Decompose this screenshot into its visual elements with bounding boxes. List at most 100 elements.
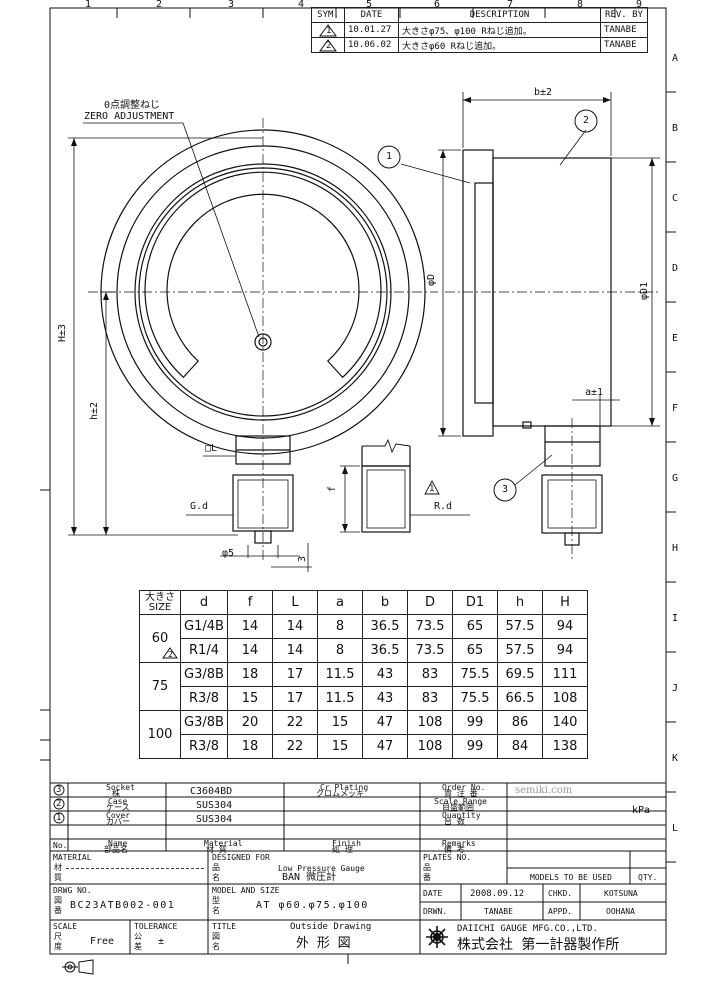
row-letter: G (672, 473, 679, 484)
zero-adjust-label-en: ZERO ADJUSTMENT (84, 111, 175, 122)
parts-header-finish-jp: 処 理 (332, 845, 353, 854)
part-name-jp: 株 (112, 789, 120, 798)
quantity-label-jp: 台 数 (444, 817, 465, 826)
col-number: 2 (156, 0, 163, 10)
designed-for-mei: 名 (212, 873, 220, 882)
qty-label: QTY. (638, 873, 658, 882)
drwg-ban: 番 (54, 906, 62, 915)
row-letter: A (672, 53, 679, 64)
dim-f: f (327, 485, 338, 492)
cell-f: 18 (227, 734, 273, 759)
tolerance-ko: 公 (134, 932, 142, 941)
company-name-jp: 株式会社 第一計器製作所 (457, 937, 620, 953)
plates-hin: 品 (423, 863, 431, 872)
cell-a: 11.5 (317, 686, 363, 711)
revision-row: 2 10.06.02 大きさφ60 Rねじ追加。 TANABE (311, 37, 648, 53)
title-label: TITLE (212, 922, 237, 931)
dim-a: a±1 (585, 387, 604, 398)
cell-f: 18 (227, 662, 273, 687)
product-name-jp: BAN 微圧計 (282, 872, 337, 883)
company-logo-icon (426, 926, 448, 948)
drwg-zu: 図 (54, 896, 62, 905)
cell-b: 36.5 (362, 614, 408, 639)
table-row: R3/8 15 17 11.5 43 83 75.5 66.5 108 (140, 686, 588, 711)
zero-adjust-label-jp: 0点調整ねじ (104, 100, 161, 111)
dim-phi-5: φ5 (222, 548, 235, 559)
part-name-en: Case (108, 797, 128, 806)
dim-3: 3 (297, 555, 308, 562)
quantity-label-en: Quantity (442, 811, 481, 820)
tolerance-label: TOLERANCE (134, 922, 178, 931)
material-dash-line (66, 868, 204, 869)
rev-desc: 大きさφ60 Rねじ追加。 (398, 37, 601, 53)
part-material: C3604BD (190, 786, 233, 797)
cell-bigh: 140 (542, 710, 588, 735)
header-b: b (362, 590, 408, 615)
size-header-jp: 大きさ (145, 591, 175, 603)
plates-ban: 番 (423, 873, 431, 882)
parts-header-material-jp: 材 質 (206, 845, 227, 854)
cell-b: 43 (362, 662, 408, 687)
cell-f: 20 (227, 710, 273, 735)
col-number: 1 (85, 0, 92, 10)
cell-d: G3/8B (180, 662, 228, 687)
callout-2: 2 (583, 115, 590, 126)
table-row: 60 2 G1/4B 14 14 8 36.5 73.5 65 57.5 94 (139, 614, 588, 663)
revision-header-row: SYM. DATE DESCRIPTION REV. BY (311, 7, 648, 23)
parts-header-material-en: Material (204, 839, 243, 848)
part-material: SUS304 (196, 800, 233, 811)
size-header-en: SIZE (148, 601, 172, 613)
size-cell: 100 (139, 710, 181, 759)
remarks-label-jp: 備 考 (444, 845, 465, 854)
company-name-en: DAIICHI GAUGE MFG.CO.,LTD. (457, 924, 598, 934)
part-no: 1 (56, 813, 62, 823)
header-d1: D1 (452, 590, 498, 615)
cell-d1: 65 (452, 614, 498, 639)
drawn-value: TANABE (484, 907, 513, 916)
parts-header-no: No. (53, 841, 68, 850)
col-number: 3 (228, 0, 235, 10)
title-zu: 図 (212, 932, 220, 941)
parts-header-name-en: Name (108, 839, 128, 848)
designed-for-hin: 品 (212, 863, 220, 872)
cell-l: 14 (272, 638, 318, 663)
rev-desc: 大きさφ75、φ100 Rねじ追加。 (398, 22, 601, 38)
cell-l: 22 (272, 734, 318, 759)
cell-f: 14 (227, 614, 273, 639)
model-value: AT φ60.φ75.φ100 (256, 900, 369, 911)
rev-by: TANABE (600, 22, 648, 38)
material-jp-1: 材 (54, 863, 62, 872)
drawn-label: DRWN. (423, 907, 448, 916)
rev-triangle-icon (319, 23, 337, 36)
row-letter: H (672, 543, 679, 554)
rev-date: 10.01.27 (344, 22, 399, 38)
row-letter: D (672, 263, 679, 274)
row-letter: B (672, 123, 679, 134)
cell-bigh: 111 (542, 662, 588, 687)
cell-a: 11.5 (317, 662, 363, 687)
checked-value: KOTSUNA (604, 889, 638, 898)
row-letter: L (672, 823, 679, 834)
row-letter: K (672, 753, 679, 764)
cell-b: 47 (362, 734, 408, 759)
scale-shaku: 尺 (54, 932, 62, 941)
cell-a: 8 (317, 614, 363, 639)
cell-bigh: 108 (542, 686, 588, 711)
order-no-value: semiki.com (515, 785, 573, 796)
tolerance-sa: 差 (134, 942, 142, 951)
cell-f: 14 (227, 638, 273, 663)
drawing-number: BC23ATB002-001 (70, 900, 176, 911)
cell-d: R1/4 (180, 638, 228, 663)
remarks-label-en: Remarks (442, 839, 476, 848)
model-size-label: MODEL AND SIZE (212, 886, 280, 895)
cell-l: 14 (272, 614, 318, 639)
dim-h-centre: h±2 (89, 401, 100, 420)
cell-bigd: 73.5 (407, 614, 453, 639)
dim-b: b±2 (534, 87, 553, 98)
rev-sym: 2 (326, 41, 332, 51)
part-no: 3 (56, 785, 62, 795)
cell-a: 15 (317, 710, 363, 735)
cell-d1: 75.5 (452, 686, 498, 711)
cell-h: 69.5 (497, 662, 543, 687)
